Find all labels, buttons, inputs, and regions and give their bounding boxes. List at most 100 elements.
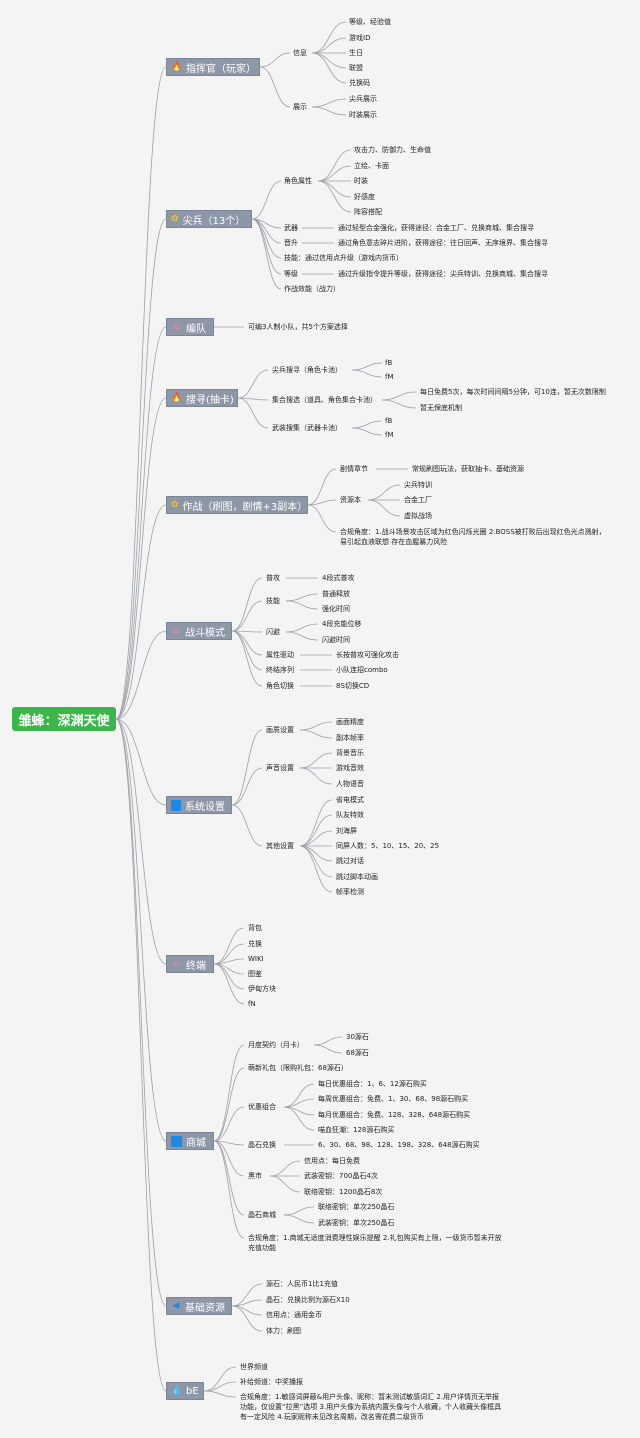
leaf: 尖兵展示 [349,95,377,103]
node-graphics: 画质设置 [266,726,294,734]
connector [285,623,319,633]
fire-icon: 🔥 [171,392,183,403]
connector [317,180,352,213]
leaf: 阵容搭配 [354,208,382,216]
connector [231,1283,263,1307]
connector [115,718,167,965]
leaf: fM [385,373,394,381]
connector [283,1214,315,1224]
leaf: 刘海屏 [336,827,357,835]
connector [213,927,245,965]
connector [285,600,319,610]
connector [237,397,269,429]
connector [213,963,245,990]
connector [115,630,167,720]
category-formation: ⌂编队 [166,318,214,336]
connector [231,767,263,806]
leaf: 队友特效 [336,811,364,819]
leaf: 跳过脚本动画 [336,873,378,881]
connector [231,729,263,806]
node-finisher: 终结序列 [266,666,294,674]
node-weapon-pool: 武装搜集（武器卡池） [272,424,342,432]
connector [237,397,269,401]
leaf: fB [385,359,393,367]
connector [299,845,333,893]
connector [299,799,333,847]
leaf: 省电模式 [336,796,364,804]
connector [115,718,167,806]
leaf: 生日 [349,49,363,57]
node-power: 作战效能（战力） [284,285,340,293]
leaf: 武装密钥：700晶石4次 [304,1172,378,1180]
connector [231,630,263,687]
connector [213,1140,245,1177]
leaf: 武装密钥：单次250晶石 [318,1219,395,1227]
connector [317,165,352,182]
connector [213,1067,245,1142]
connector [367,499,401,517]
leaf: 体力：刷图 [266,1327,301,1335]
leaf: 长按普攻可强化攻击 [336,651,399,659]
node-crystal: 晶石兑换 [248,1141,276,1149]
connector [203,1366,237,1392]
connector [251,180,282,220]
node-crystal-shop: 晶石商城 [248,1211,276,1219]
leaf: 信用点：每日免费 [304,1157,360,1165]
node-display: 展示 [293,103,307,111]
leaf: 背景音乐 [336,749,364,757]
category-combat: ✿作战（刷图，剧情+3副本） [166,496,308,514]
leaf: 联络密钥：1200晶石8次 [304,1188,383,1196]
connector [351,362,383,371]
connector [115,326,167,720]
leaf: 游戏音效 [336,764,364,772]
leaf: 游戏ID [349,34,371,42]
leaf: 6、30、68、98、128、198、328、648源石购买 [318,1141,480,1149]
connector [259,66,291,108]
connector [299,845,333,862]
square-icon [171,799,181,811]
connector [351,369,383,378]
compliance-note: 合规角度：1.商城无适度消费理性娱乐提醒 2.礼包购买有上限，一级货币暂未开放充… [248,1234,502,1252]
connector [283,1206,315,1216]
leaf: 人物语音 [336,780,364,788]
node-char-pool: 尖兵搜寻（角色卡池） [272,366,342,374]
leaf: 通过升级指令提升等级，获得途径：尖兵特训、兑换商城、集合搜寻 [338,270,548,278]
leaf: 8S切换CD [336,682,370,690]
leaf: 暂无保底机制 [420,404,462,412]
leaf: 强化时间 [322,605,350,613]
compliance-note: 合规角度：1.战斗场景攻击区域为红色闪烁光圈 2.BOSS被打败后出现红色光点溅… [340,528,606,546]
connector [367,484,401,501]
connector [299,814,333,847]
leaf: 每日免费5次，每次时间间隔5分钟，可10连，暂无次数限制 [420,388,606,396]
leaf: 尖兵特训 [404,481,432,489]
connector [213,1140,245,1146]
gear-icon: ✿ [171,499,179,510]
gear-icon: ✿ [171,213,179,224]
connector [213,1140,245,1239]
leaf: WIKI [248,955,264,963]
node-monthly: 月度契约（月卡） [248,1041,304,1049]
category-soldier: ✿尖兵（13个） [166,210,252,228]
connector [283,1106,315,1131]
connector [311,21,347,54]
leaf: 68源石 [346,1049,369,1057]
node-switch: 角色切换 [266,682,294,690]
connector [231,630,263,633]
leaf: 30源石 [346,1033,369,1041]
leaf: fB [385,417,393,425]
leaf: 图鉴 [248,970,262,978]
connector [311,52,347,69]
leaf: 晶石：兑换比例为源石X10 [266,1296,350,1304]
connector [115,718,167,1392]
leaf: 可编3人制小队，共5个方案选择 [248,323,348,331]
node-sound: 声音设置 [266,764,294,772]
connector [231,577,263,632]
leaf: 帧率检测 [336,888,364,896]
connector [307,504,337,533]
node-story: 剧情章节 [340,465,368,473]
category-terminal: ⌂终端 [166,955,214,973]
leaf: 时装展示 [349,111,377,119]
connector [283,1083,315,1108]
node-newbie: 萌新礼包（限购礼包：68源石） [248,1064,348,1072]
connector [213,963,245,1005]
